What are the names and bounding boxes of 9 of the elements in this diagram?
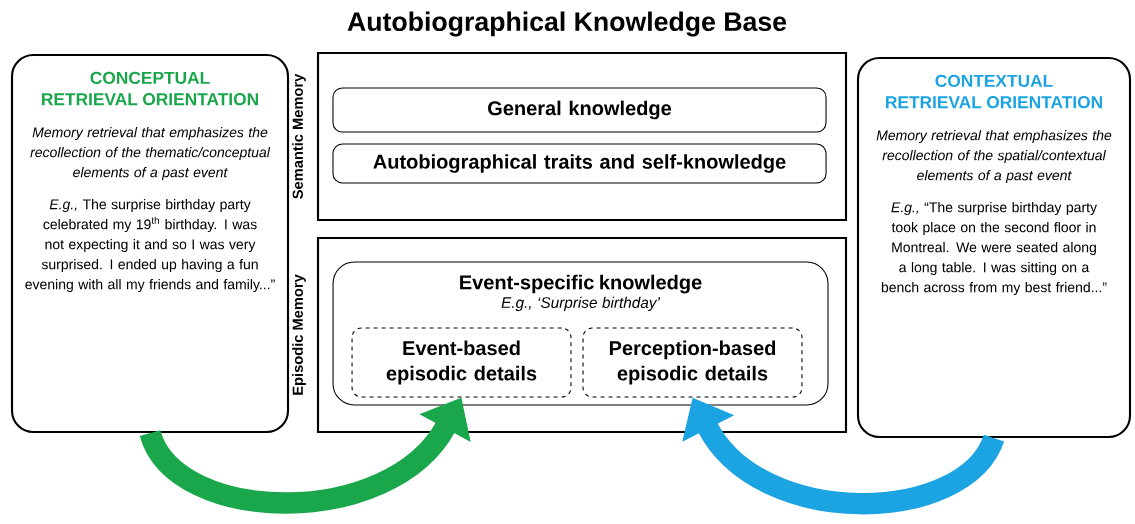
node-label: Semantic Memory — [292, 73, 306, 199]
node-label: Episodic Memory — [292, 274, 306, 395]
orientation-box: CONTEXTUAL RETRIEVAL ORIENTATION Memory retrieval that emphasizes the recollection of the spatial/contextual elements of a past event E.g., “The surprise birthday party took place on the second floor in Montreal. We were seated along a long table. I was sitting on a bench across from my best friend...” — [856, 56, 1132, 439]
knowledge-box: Autobiographical traits and self-knowledge — [332, 143, 827, 184]
detail-box: Perception-based episodic details — [582, 327, 803, 398]
orientation-box: CONCEPTUAL RETRIEVAL ORIENTATION Memory retrieval that emphasizes the recollection of the thematic/conceptual elements of a past event E.g., The surprise birthday party celebrated my 19$^{th}$ birthday. I was not expecting it and so I was very surprised. I ended up having a fun evening with all my friends and family...” — [10, 53, 290, 434]
knowledge-box: General knowledge — [332, 87, 827, 133]
detail-box: Event-based episodic details — [351, 327, 572, 398]
title: Autobiographical Knowledge Base — [347, 11, 787, 37]
